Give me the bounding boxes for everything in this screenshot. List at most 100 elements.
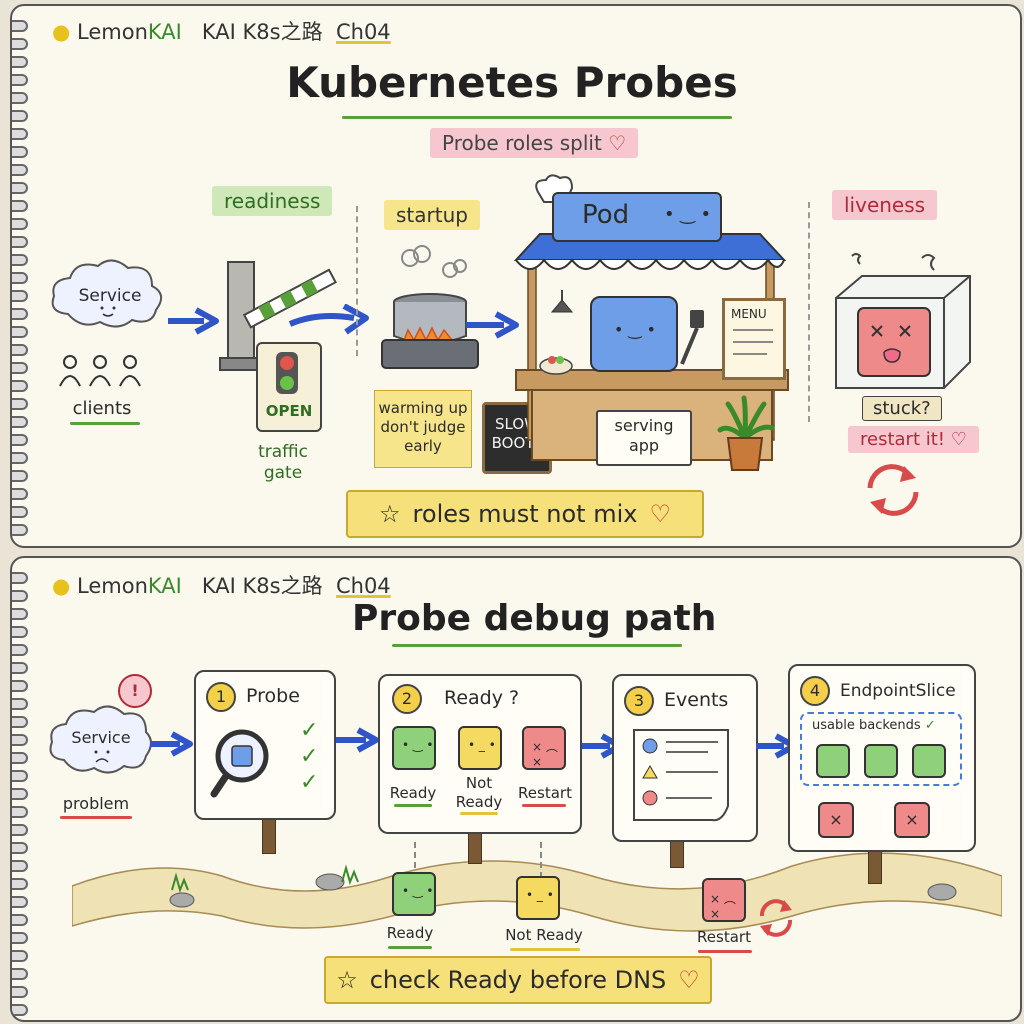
service-label: Service [71,728,131,747]
arrow-service-to-gate [168,307,219,335]
check-marks-icon: ✓✓✓ [300,718,319,795]
binding-ring [12,716,28,728]
roles-banner-text: roles must not mix [412,500,638,528]
binding-ring [12,662,28,674]
binding-ring [12,950,28,962]
dashed-drop-ready [414,842,416,878]
signpost-4 [868,848,882,884]
spiral-binding [12,558,28,1020]
brand-series: KAI K8s之路 [201,574,323,598]
page-title: Probe debug path [352,598,717,639]
serving-app-sign: serving app [596,410,692,466]
binding-ring [12,110,28,122]
backend-cube-ready [816,744,850,778]
binding-ring [12,218,28,230]
step-label: Probe [246,685,300,707]
debug-banner: ☆ check Ready before DNS ♡ [324,956,712,1004]
lemon-icon: ● [52,574,71,598]
binding-ring [12,488,28,500]
startup-note-line-1: warming up [378,399,468,417]
serving-line-1: serving [614,416,674,435]
step-ready-title: 2 Ready ? [392,684,519,714]
alert-icon: ! [118,674,152,708]
binding-ring [12,182,28,194]
binding-ring [12,290,28,302]
caption-line-1: traffic [258,442,308,462]
binding-ring [12,452,28,464]
binding-ring [12,1004,28,1016]
binding-ring [12,146,28,158]
binding-ring [12,56,28,68]
star-icon: ☆ [336,966,358,994]
clients-label: clients [72,398,132,419]
binding-ring [12,236,28,248]
open-sign-text: OPEN [265,402,313,420]
step-label: EndpointSlice [840,681,956,701]
binding-ring [12,932,28,944]
readiness-tag: readiness [212,186,333,216]
step-label: Events [664,689,729,711]
usable-backends-text: usable backends [812,718,921,733]
debug-banner-text: check Ready before DNS [369,966,667,994]
traffic-light-sign: OPEN [256,342,322,432]
brand-lemon: Lemon [77,20,148,44]
arrow-startup-to-pod [466,311,519,339]
clients-icon [59,355,141,387]
binding-ring [12,308,28,320]
spiral-binding [12,6,28,546]
potted-plant-icon [717,395,775,471]
arrow-probe-to-ready [336,727,379,753]
caption-line-2: gate [263,463,303,484]
step-events-title: 3 Events [624,686,728,716]
restart-cycle-icon [760,899,792,937]
binding-ring [12,698,28,710]
binding-ring [12,524,28,536]
binding-ring [12,608,28,620]
path-ready-label: Ready [386,924,434,942]
binding-ring [12,416,28,428]
title-underline [342,116,732,119]
brand-chapter: Ch04 [335,20,391,44]
step-label: Ready ? [444,687,520,709]
restart-cube: × ︵ × [522,726,566,770]
startup-note-line-2: don't judge [380,417,466,436]
binding-ring [12,572,28,584]
subtitle-tag: Probe roles split ♡ [430,128,639,158]
not-ready-cube: • _ • [458,726,502,770]
binding-ring [12,38,28,50]
restart-text: restart it! [860,429,945,450]
step-number: 4 [800,676,830,706]
binding-ring [12,506,28,518]
menu-board-title: MENU [731,307,767,321]
usable-backends-label: usable backends ✓ [812,718,936,733]
step-number: 2 [392,684,422,714]
pod-sign-text: Pod [582,200,630,230]
brand-header: ● LemonKAI KAI K8s之路 Ch04 [52,16,391,46]
restart-state-label: Restart [518,784,572,802]
path-restart-cube: × ︵ × [702,878,746,922]
menu-board: MENU [722,298,786,380]
brand-lemon: Lemon [77,574,148,598]
ready-cube: • ‿ • [392,726,436,770]
brand-kai: KAI [147,574,182,598]
page-title: Kubernetes Probes [286,58,738,107]
binding-ring [12,590,28,602]
step-number: 3 [624,686,654,716]
path-restart-label: Restart [697,928,751,946]
pod-cube-face-icon: • ‿ • [614,320,656,339]
binding-ring [12,824,28,836]
roles-banner: ☆ roles must not mix ♡ [346,490,704,538]
binding-ring [12,74,28,86]
event-log-icon [633,729,729,822]
restart-cycle-icon [867,464,919,516]
heart-icon: ♡ [649,500,671,528]
title-underline [392,644,682,647]
startup-note-line-3: early [404,436,442,455]
binding-ring [12,896,28,908]
backend-cube-ready [864,744,898,778]
binding-ring [12,752,28,764]
step-events-card: 3 Events [612,674,758,842]
